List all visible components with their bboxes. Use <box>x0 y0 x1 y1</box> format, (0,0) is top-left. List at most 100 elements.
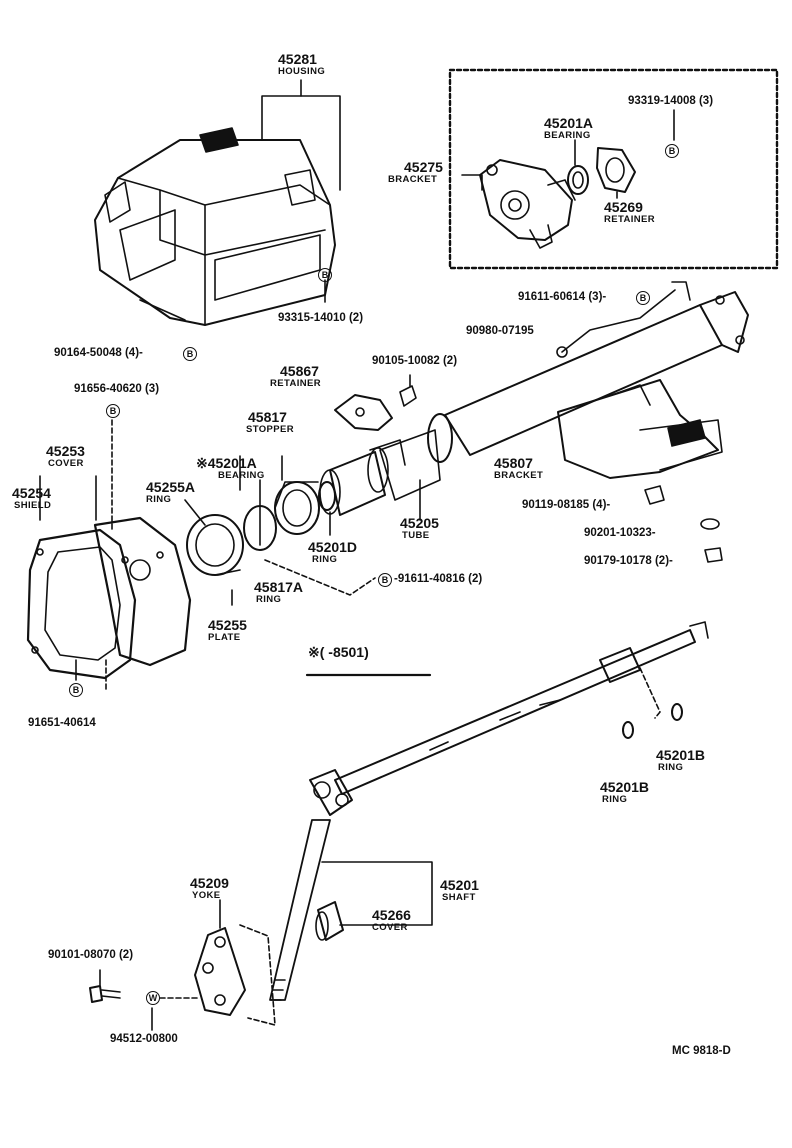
badge-b-icon: B <box>69 683 83 697</box>
cover-shield-leaders <box>39 475 97 521</box>
ring-45201b-left-number: 45201B <box>600 779 650 795</box>
ring-45817a-name: RING <box>256 594 282 605</box>
badge-b-icon: B <box>106 404 120 418</box>
bearing-45201a-mid-name: BEARING <box>218 470 265 481</box>
clip-90105-part <box>399 374 417 407</box>
tube-45205-number: 45205 <box>400 515 439 531</box>
screw-93315-label: 93315-14010 (2) <box>278 312 364 324</box>
plate-45255-part <box>186 514 244 576</box>
shaft-45201-number: 45201 <box>440 877 479 893</box>
retainer-45269-number: 45269 <box>604 199 643 215</box>
yoke-45209-part <box>194 927 246 1016</box>
screw-91651-label: 91651-40614 <box>28 717 96 729</box>
bolt-90119-part <box>644 485 665 505</box>
bearing-45201a-top-number: 45201A <box>544 115 594 131</box>
ring-45817a-number: 45817A <box>254 579 304 595</box>
cover-45253-part <box>93 516 192 667</box>
bearing-45201a-top-part <box>567 165 589 195</box>
screw-91611-60614-label: 91611-60614 (3)- <box>518 291 607 303</box>
badge-b-icon: B <box>636 291 650 305</box>
bracket-45275-name: BRACKET <box>388 174 438 185</box>
bracket-45275-group-box <box>448 68 779 270</box>
bolt-90119-label: 90119-08185 (4)- <box>522 499 611 511</box>
washer-90201-part <box>700 518 720 530</box>
screw-90164-label: 90164-50048 (4)- <box>54 347 143 359</box>
washer-94512-label: 94512-00800 <box>110 1033 178 1045</box>
ring-45255a-name: RING <box>146 494 172 505</box>
housing-callout-bracket <box>261 95 341 191</box>
stopper-45817-name: STOPPER <box>246 424 295 435</box>
ring-45201b-left-name: RING <box>602 794 628 805</box>
badge-b-icon: B <box>665 144 679 158</box>
badge-b-icon: B <box>183 347 197 361</box>
bracket-45807-number: 45807 <box>494 455 533 471</box>
ring-45201b-parts <box>622 703 683 739</box>
plate-45255-number: 45255 <box>208 617 247 633</box>
washer-90201-label: 90201-10323- <box>584 527 656 539</box>
cover-45266-part <box>315 901 344 941</box>
badge-b-icon: B <box>318 268 332 282</box>
ring-45201b-right-name: RING <box>658 762 684 773</box>
serial-note: ※( -8501) <box>308 644 369 660</box>
screw-91611-60614-part <box>671 281 691 301</box>
bearing-45201a-top-name: BEARING <box>544 130 591 141</box>
bracket-45275-part <box>479 159 576 249</box>
diagram-code: MC 9818-D <box>672 1045 731 1057</box>
retainer-45867-part <box>334 394 393 431</box>
shield-45254-part <box>26 528 137 680</box>
shaft-45201-part <box>269 621 709 1001</box>
cover-45266-number: 45266 <box>372 907 411 923</box>
bracket-45275-leader <box>461 174 483 191</box>
yoke-45209-name: YOKE <box>192 890 221 901</box>
screw-91611-40816-leader <box>264 559 376 596</box>
retainer-45867-name: RETAINER <box>270 378 322 389</box>
ring-45255a-number: 45255A <box>146 479 196 495</box>
ring-45255a-leader <box>184 499 206 526</box>
stopper-45817-number: 45817 <box>248 409 287 425</box>
stopper-leaders <box>239 455 283 491</box>
cover-45253-number: 45253 <box>46 443 85 459</box>
bearing-45201a-mid-number: ※45201A <box>196 455 257 471</box>
shield-45254-number: 45254 <box>12 485 51 501</box>
housing-part-number: 45281 <box>278 51 317 67</box>
ring-45201d-name: RING <box>312 554 338 565</box>
screw-93319-label: 93319-14008 (3) <box>628 95 714 107</box>
bolt-90101-label: 90101-08070 (2) <box>48 949 134 961</box>
tube-45205-name: TUBE <box>402 530 430 541</box>
bearing-45201a-mid-part <box>274 481 320 535</box>
wire-90980-part <box>561 289 676 353</box>
plate-45255-name: PLATE <box>208 632 241 643</box>
shaft-45201-name: SHAFT <box>442 892 476 903</box>
yoke-45209-number: 45209 <box>190 875 229 891</box>
housing-part-name: HOUSING <box>278 66 326 77</box>
bolt-90101-part <box>89 985 121 1003</box>
wire-90980-label: 90980-07195 <box>466 325 534 337</box>
bracket-45275-number: 45275 <box>404 159 443 175</box>
housing-45281-part <box>94 127 336 326</box>
cover-45266-name: COVER <box>372 922 408 933</box>
ring-45201b-leader <box>639 667 661 719</box>
retainer-45269-name: RETAINER <box>604 214 656 225</box>
ring-45201d-number: 45201D <box>308 539 358 555</box>
ring-45201d-part <box>318 481 336 511</box>
screw-91611-40816-label: -91611-40816 (2) <box>394 573 483 585</box>
clip-90105-label: 90105-10082 (2) <box>372 355 458 367</box>
retainer-45269-part <box>596 147 636 193</box>
cover-45253-name: COVER <box>48 458 84 469</box>
retainer-45867-number: 45867 <box>280 363 319 379</box>
nut-90179-part <box>704 547 723 563</box>
wire-terminal <box>556 346 568 358</box>
yoke-shaft-dashed-leader <box>239 924 276 1026</box>
badge-w-icon: W <box>146 991 160 1005</box>
tube-45205-part <box>319 291 749 516</box>
badge-b-icon: B <box>378 573 392 587</box>
ring-45201b-right-number: 45201B <box>656 747 706 763</box>
shield-45254-name: SHIELD <box>14 500 52 511</box>
shaft-callout-bracket <box>321 861 433 926</box>
bracket-45807-name: BRACKET <box>494 470 544 481</box>
screw-91656-label: 91656-40620 (3) <box>74 383 160 395</box>
bracket-45807-part <box>557 379 723 479</box>
nut-90179-label: 90179-10178 (2)- <box>584 555 673 567</box>
